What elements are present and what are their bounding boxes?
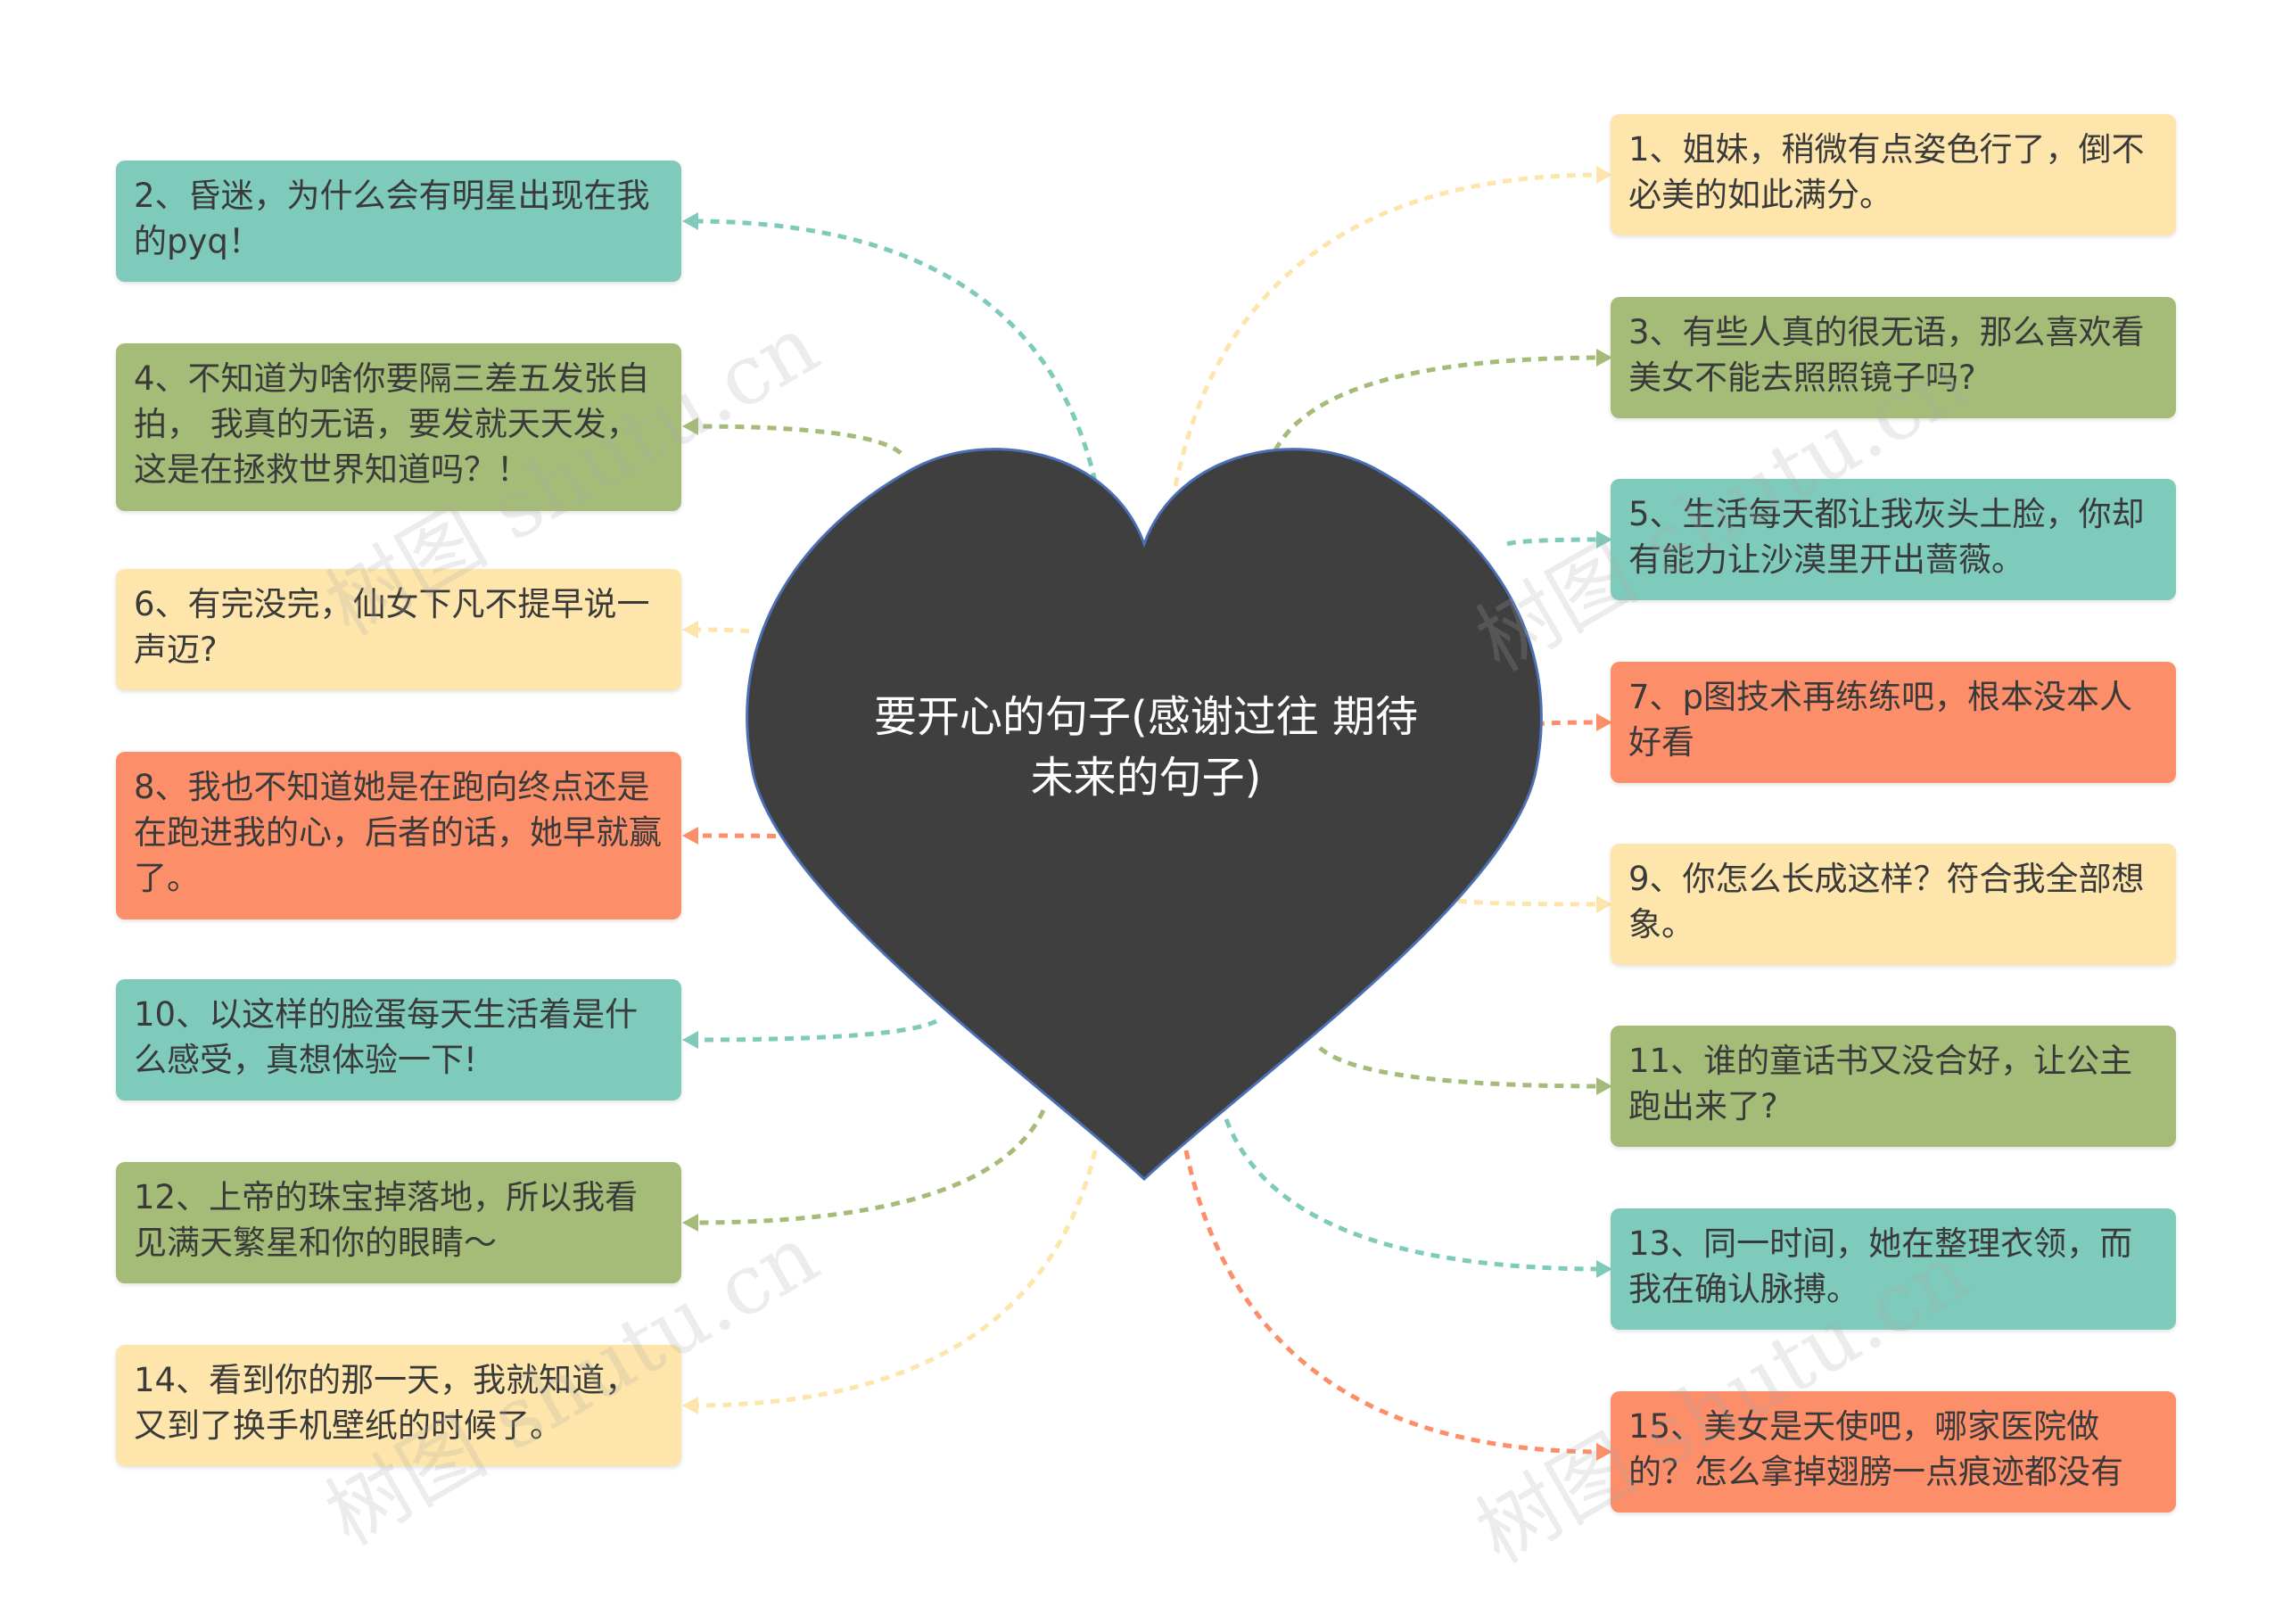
link-1-arrowhead	[1596, 166, 1612, 184]
link-9-arrowhead	[1596, 895, 1612, 913]
node-3[interactable]: 3、有些人真的很无语，那么喜欢看美女不能去照照镜子吗?	[1611, 297, 2176, 418]
link-15	[1183, 1150, 1604, 1455]
node-8[interactable]: 8、我也不知道她是在跑向终点还是在跑进我的心，后者的话，她早就赢了。	[116, 752, 681, 919]
node-4[interactable]: 4、不知道为啥你要隔三差五发张自拍， 我真的无语，要发就天天发，这是在拯救世界知…	[116, 343, 681, 511]
link-14-arrowhead	[682, 1397, 698, 1414]
link-12-arrowhead	[682, 1214, 698, 1232]
link-11	[1318, 1046, 1604, 1089]
node-7[interactable]: 7、p图技术再练练吧，根本没本人好看	[1611, 662, 2176, 783]
node-9[interactable]: 9、你怎么长成这样？符合我全部想象。	[1611, 844, 2176, 965]
link-2-arrowhead	[682, 212, 698, 230]
node-5[interactable]: 5、生活每天都让我灰头土脸，你却有能力让沙漠里开出蔷薇。	[1611, 479, 2176, 600]
link-6	[690, 627, 750, 634]
node-14[interactable]: 14、看到你的那一天，我就知道，又到了换手机壁纸的时候了。	[116, 1345, 681, 1466]
node-10[interactable]: 10、以这样的脸蛋每天生活着是什么感受，真想体验一下!	[116, 979, 681, 1101]
link-6-arrowhead	[682, 621, 698, 639]
node-15[interactable]: 15、美女是天使吧，哪家医院做的？怎么拿掉翅膀一点痕迹都没有	[1611, 1391, 2176, 1513]
link-14	[690, 1150, 1098, 1408]
link-13-arrowhead	[1596, 1260, 1612, 1278]
node-12[interactable]: 12、上帝的珠宝掉落地，所以我看见满天繁星和你的眼睛～	[116, 1162, 681, 1283]
node-13[interactable]: 13、同一时间，她在整理衣领，而我在确认脉搏。	[1611, 1208, 2176, 1330]
node-6[interactable]: 6、有完没完，仙女下凡不提早说一声迈?	[116, 569, 681, 690]
node-11[interactable]: 11、谁的童话书又没合好，让公主跑出来了?	[1611, 1026, 2176, 1147]
node-1[interactable]: 1、姐妹，稍微有点姿色行了，倒不必美的如此满分。	[1611, 114, 2176, 235]
link-2	[690, 218, 1098, 482]
link-11-arrowhead	[1596, 1077, 1612, 1095]
heart-shape	[746, 448, 1543, 1182]
link-3	[1273, 355, 1604, 452]
link-1	[1173, 172, 1604, 487]
link-9	[1457, 898, 1604, 907]
link-4	[690, 424, 902, 455]
link-12	[690, 1109, 1046, 1225]
node-2[interactable]: 2、昏迷，为什么会有明星出现在我的pyq！	[116, 161, 681, 282]
link-10	[690, 1018, 938, 1043]
link-7-arrowhead	[1596, 713, 1612, 731]
central-topic[interactable]: 要开心的句子(感谢过往 期待未来的句子)	[874, 692, 1418, 803]
link-8-arrowhead	[682, 827, 698, 845]
link-15-arrowhead	[1596, 1443, 1612, 1461]
link-10-arrowhead	[682, 1031, 698, 1049]
link-3-arrowhead	[1596, 349, 1612, 367]
link-4-arrowhead	[682, 417, 698, 435]
link-5	[1506, 537, 1604, 547]
link-5-arrowhead	[1596, 531, 1612, 548]
